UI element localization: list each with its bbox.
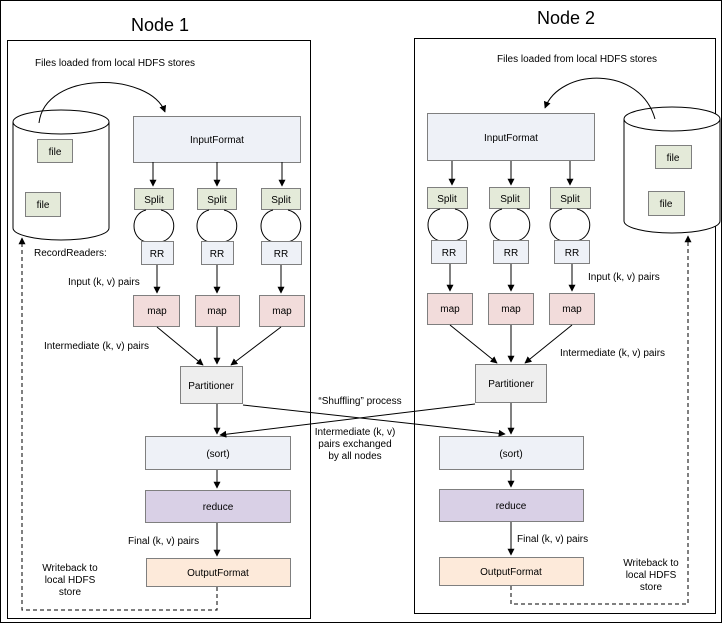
node1-map-label: map — [207, 306, 227, 317]
node2-split-label: Split — [437, 194, 457, 205]
node1-partitioner-label: Partitioner — [188, 381, 234, 392]
node2-sort-label: (sort) — [499, 449, 522, 460]
node1-map-label: map — [272, 306, 292, 317]
node1-rr-label: RR — [150, 249, 164, 260]
node1-final-label: Final (k, v) pairs — [128, 536, 199, 547]
node1-rr-label: RR — [274, 249, 288, 260]
node1-map-box — [195, 295, 240, 327]
node2-split-label: Split — [500, 194, 520, 205]
node1-map-box — [259, 295, 305, 327]
node2-rr-box — [493, 240, 529, 264]
node2-map-box — [549, 293, 595, 325]
node2-splits — [427, 161, 591, 209]
node2-intermediate-label: Intermediate (k, v) pairs — [560, 348, 665, 359]
node2-output-format-label: OutputFormat — [480, 567, 542, 578]
node1-file-label: file — [37, 200, 50, 211]
node1-input-pairs-label: Input (k, v) pairs — [68, 277, 140, 288]
shuffle-line: Intermediate (k, v) — [315, 427, 396, 438]
node2-reduce — [439, 489, 584, 522]
node1-rr-box — [201, 241, 234, 265]
node1-output-format-label: OutputFormat — [187, 568, 249, 579]
node2-file-label: file — [660, 199, 673, 210]
node2-final-label: Final (k, v) pairs — [517, 534, 588, 545]
node2-rr-label: RR — [504, 248, 518, 259]
node2-partitioner — [475, 364, 547, 403]
shuffle-arrow-node1-to-node2 — [242, 404, 506, 437]
node1-writeback-line: Writeback to — [42, 563, 98, 574]
node2-rr-box — [431, 240, 467, 264]
shuffle-arrow-node2-to-node1 — [219, 403, 476, 438]
node2-input-format — [427, 113, 595, 161]
node1-input-format — [133, 116, 301, 163]
node1-rr-box — [261, 241, 302, 265]
node2-writeback-line: Writeback to — [623, 558, 679, 569]
node1-hdfs-store — [12, 109, 110, 241]
node1-rr-label: RR — [210, 249, 224, 260]
node1-split-label: Split — [271, 195, 291, 206]
node1-split-label: Split — [207, 195, 227, 206]
node2-file-label: file — [667, 153, 680, 164]
node1-writeback-line: local HDFS — [45, 575, 96, 586]
node2-rr-box — [554, 240, 590, 264]
node1-partitioner — [180, 366, 243, 404]
node1-reduce-label: reduce — [203, 502, 234, 513]
node1-input-format-label: InputFormat — [190, 135, 244, 146]
node2-writeback-line: store — [640, 582, 663, 593]
node1-file-label: file — [49, 147, 62, 158]
node1-intermediate-label: Intermediate (k, v) pairs — [44, 341, 149, 352]
shuffle-line: pairs exchanged — [318, 439, 391, 450]
node1-sort-label: (sort) — [206, 449, 229, 460]
node1-split-label: Split — [144, 195, 164, 206]
node2-rr-loops — [427, 208, 591, 242]
node2-map-box — [488, 293, 534, 325]
node2-input-format-label: InputFormat — [484, 133, 538, 144]
node2-map-label: map — [440, 304, 460, 315]
node2-split-label: Split — [560, 194, 580, 205]
node1-title: Node 1 — [131, 15, 189, 35]
node2-writeback-line: local HDFS — [626, 570, 677, 581]
node2-reduce-label: reduce — [496, 501, 527, 512]
node1-files-label: Files loaded from local HDFS stores — [35, 58, 195, 69]
node1-writeback-line: store — [59, 587, 82, 598]
node2-rr-label: RR — [442, 248, 456, 259]
node1-file-box — [25, 192, 61, 217]
node1-rr-loops — [133, 209, 302, 243]
node2-container — [414, 38, 716, 614]
node2-file-box — [655, 145, 692, 169]
node2-load-arrow — [543, 77, 656, 120]
node1-map-box — [133, 295, 180, 327]
node1-record-readers-label: RecordReaders: — [34, 248, 107, 259]
node2-writeback-arrow — [510, 235, 692, 605]
node2-map-box — [427, 293, 473, 325]
node2-files-label: Files loaded from local HDFS stores — [497, 54, 657, 65]
node2-partitioner-label: Partitioner — [488, 379, 534, 390]
shuffle-line: by all nodes — [328, 451, 381, 462]
node1-writeback-arrow — [18, 237, 218, 611]
node2-sort — [439, 436, 584, 470]
node2-title: Node 2 — [537, 8, 595, 28]
node1-reduce — [145, 490, 291, 523]
node1-map-label: map — [147, 306, 167, 317]
node1-output-format — [146, 558, 291, 587]
node1-container — [7, 40, 311, 619]
node2-map-label: map — [501, 304, 521, 315]
node1-rr-box — [141, 241, 174, 265]
node2-file-box — [648, 191, 685, 216]
node2-input-pairs-label: Input (k, v) pairs — [588, 272, 660, 283]
node1-file-box — [37, 139, 73, 163]
node2-rr-label: RR — [565, 248, 579, 259]
node1-load-arrow — [38, 82, 167, 124]
node2-output-format — [439, 557, 584, 586]
shuffle-title: “Shuffling” process — [318, 396, 401, 407]
node1-sort — [145, 436, 291, 470]
node1-splits — [134, 162, 301, 210]
node2-map-label: map — [562, 304, 582, 315]
